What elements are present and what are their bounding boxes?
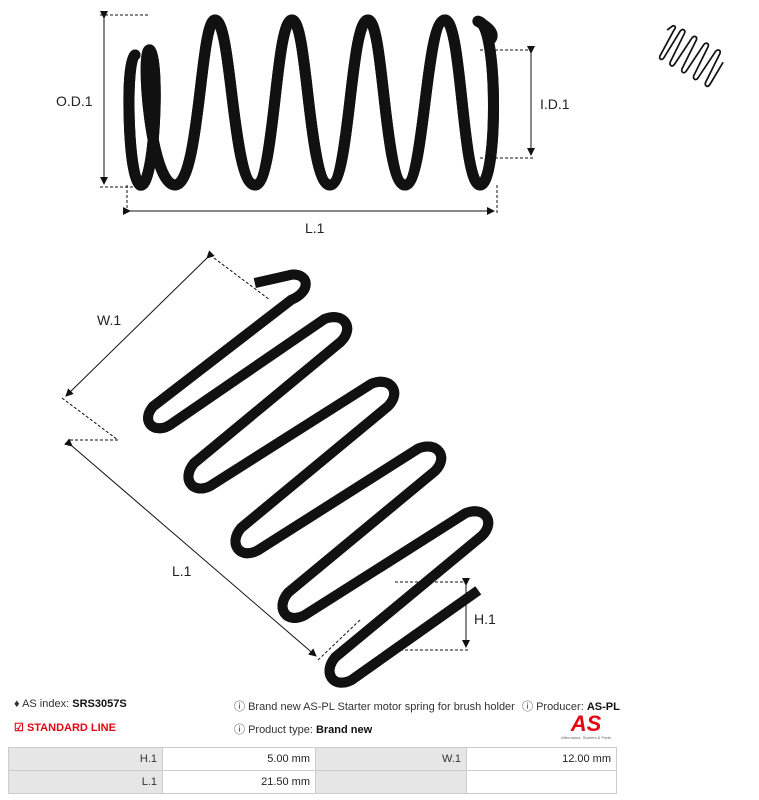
specs-table: H.1 5.00 mm W.1 12.00 mm L.1 21.50 mm	[8, 747, 617, 794]
description: ⓘ Brand new AS-PL Starter motor spring f…	[234, 701, 515, 713]
tags-icon: ♦	[14, 698, 20, 710]
height-label: H.1	[474, 611, 496, 627]
info-icon: ⓘ	[234, 724, 245, 736]
check-square-icon: ☑	[14, 722, 24, 734]
spring-diagram	[61, 11, 759, 745]
top-length-label: L.1	[305, 220, 325, 236]
product-type: ⓘ Product type: Brand new	[234, 724, 373, 736]
bottom-length-label: L.1	[172, 563, 192, 579]
table-row: H.1 5.00 mm W.1 12.00 mm	[8, 747, 617, 771]
standard-line: ☑ STANDARD LINE	[14, 722, 116, 734]
perspective-spring	[117, 254, 518, 691]
info-icon: ⓘ	[522, 701, 533, 713]
id-label: I.D.1	[540, 96, 570, 112]
side-view-spring	[129, 14, 494, 185]
info-icon: ⓘ	[234, 701, 245, 713]
product-thumbnail	[653, 23, 728, 88]
width-label: W.1	[97, 312, 122, 328]
producer: ⓘ Producer: AS-PL	[522, 701, 620, 713]
table-row: L.1 21.50 mm	[8, 770, 617, 794]
as-index: ♦ AS index: SRS3057S	[14, 698, 127, 710]
od-label: O.D.1	[56, 93, 93, 109]
